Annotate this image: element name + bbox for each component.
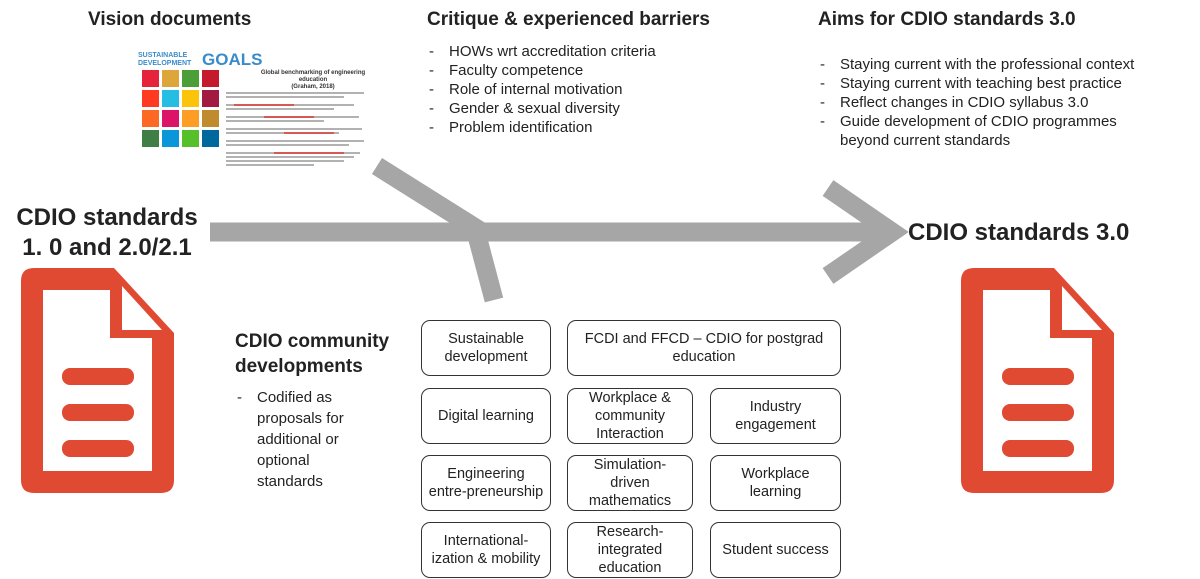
community-item: Codified as proposals for additional or …	[235, 387, 365, 492]
box-student-success: Student success	[710, 522, 841, 578]
box-simulation-mathematics: Simulation-driven mathematics	[567, 455, 693, 511]
box-workplace-community: Workplace & community Interaction	[567, 388, 693, 444]
critique-item: Faculty competence	[427, 61, 727, 80]
critique-item: Role of internal motivation	[427, 80, 727, 99]
sdg-tile-grid	[142, 70, 219, 147]
cdio-standards-current-label: CDIO standards 1. 0 and 2.0/2.1	[12, 203, 202, 263]
aims-heading: Aims for CDIO standards 3.0	[818, 9, 1076, 30]
sdg-logo-goals: GOALS	[202, 50, 263, 69]
thumbnail-doc-title: Global benchmarking of engineering educa…	[260, 70, 366, 83]
community-heading: CDIO community developments	[235, 331, 390, 377]
box-fcdi-ffcd: FCDI and FFCD – CDIO for postgrad educat…	[567, 320, 841, 376]
box-engineering-entrepreneurship: Engineering entre-preneurship	[421, 455, 551, 511]
label-line: 1. 0 and 2.0/2.1	[22, 234, 192, 261]
main-arrow-head	[822, 180, 909, 284]
critique-heading: Critique & experienced barriers	[427, 9, 710, 30]
critique-item: HOWs wrt accreditation criteria	[427, 42, 727, 61]
thumbnail-doc-author: (Graham, 2018)	[291, 84, 335, 90]
aims-item: Staying current with the professional co…	[818, 55, 1193, 74]
critique-list: HOWs wrt accreditation criteria Faculty …	[427, 42, 727, 137]
label-line: CDIO standards	[16, 204, 198, 231]
vision-documents-heading: Vision documents	[88, 9, 252, 30]
aims-item: Staying current with teaching best pract…	[818, 74, 1193, 93]
box-industry-engagement: Industry engagement	[710, 388, 841, 444]
cdio-standards-3-label: CDIO standards 3.0	[908, 219, 1130, 246]
document-icon	[21, 268, 174, 493]
box-internationalization: International-ization & mobility	[421, 522, 551, 578]
sdg-logo-top: SUSTAINABLE	[138, 52, 188, 59]
box-workplace-learning: Workplace learning	[710, 455, 841, 511]
aims-item: Guide development of CDIO programmes bey…	[818, 112, 1130, 150]
document-icon	[961, 268, 1114, 493]
upper-diagonal-arrow	[371, 157, 488, 241]
aims-item: Reflect changes in CDIO syllabus 3.0	[818, 93, 1193, 112]
aims-list: Staying current with the professional co…	[818, 55, 1193, 150]
box-digital-learning: Digital learning	[421, 388, 551, 444]
box-research-integrated: Research-integrated education	[567, 522, 693, 578]
sdg-logo-bottom: DEVELOPMENT	[138, 60, 192, 67]
critique-item: Gender & sexual diversity	[427, 99, 727, 118]
vision-document-thumbnail: SUSTAINABLE DEVELOPMENT GOALS Global ben…	[138, 50, 368, 177]
critique-item: Problem identification	[427, 118, 727, 137]
box-sustainable-development: Sustainable development	[421, 320, 551, 376]
lower-diagonal-arrow	[463, 222, 504, 303]
community-list: Codified as proposals for additional or …	[235, 387, 365, 492]
thumbnail-text-lines	[226, 92, 364, 166]
